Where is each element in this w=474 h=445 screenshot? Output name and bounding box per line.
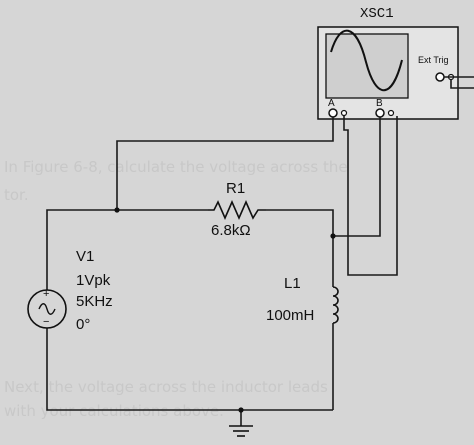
ac-source-v1[interactable]: + − V1 1Vpk 5KHz 0° (27, 248, 113, 333)
inductor-name: L1 (284, 275, 301, 292)
wire-channel-a-ground (343, 116, 398, 276)
inductor-value: 100mH (266, 307, 314, 324)
bleed-text-line-3: Next, the voltage across the inductor le… (4, 378, 328, 396)
wire-bottom (46, 328, 333, 411)
channel-a-label: A (328, 98, 335, 109)
junctions (114, 207, 336, 413)
ground-symbol-icon (229, 425, 253, 437)
oscilloscope-waveform (330, 29, 403, 92)
bleed-text-line-4: with your calculations above. (4, 402, 224, 420)
resistor-r1[interactable]: R1 6.8kΩ (208, 180, 266, 239)
oscilloscope: XSC1 Ext Trig A B (317, 6, 459, 120)
wire-ext-trig-ground (450, 80, 474, 89)
wire-top-left (46, 209, 208, 290)
wire-top-right (266, 209, 334, 287)
bleed-text-line-1: In Figure 6-8, calculate the voltage acr… (4, 158, 348, 176)
junction-dot (238, 407, 244, 413)
source-plus-sign: + (43, 288, 49, 300)
inductor-coil-icon (332, 286, 339, 324)
source-phase: 0° (76, 316, 90, 333)
resistor-value: 6.8kΩ (211, 222, 251, 239)
ext-trig-terminal[interactable] (435, 72, 445, 82)
junction-dot (114, 207, 120, 213)
source-name: V1 (76, 248, 94, 265)
ac-source-icon (27, 289, 67, 329)
channel-a-ground-terminal[interactable] (340, 109, 348, 117)
source-minus-sign: − (43, 316, 49, 328)
wire-channel-b (333, 117, 381, 237)
wire-channel-a (116, 117, 334, 210)
oscilloscope-title: XSC1 (360, 6, 394, 22)
source-amplitude: 1Vpk (76, 272, 111, 289)
channel-b-ground-terminal[interactable] (387, 109, 395, 117)
resistor-name: R1 (226, 180, 245, 197)
sine-glyph-icon (38, 303, 56, 315)
channel-b-terminal[interactable] (375, 108, 385, 118)
channel-a-terminal[interactable] (328, 108, 338, 118)
resistor-icon (208, 200, 266, 220)
inductor-l1[interactable]: L1 100mH (266, 275, 339, 324)
junction-dot (330, 233, 336, 239)
wires (46, 76, 474, 426)
ext-trig-label: Ext Trig (418, 55, 449, 65)
source-frequency: 5KHz (76, 293, 113, 310)
channel-b-label: B (376, 98, 383, 109)
bleed-text-line-2: tor. (4, 186, 29, 204)
